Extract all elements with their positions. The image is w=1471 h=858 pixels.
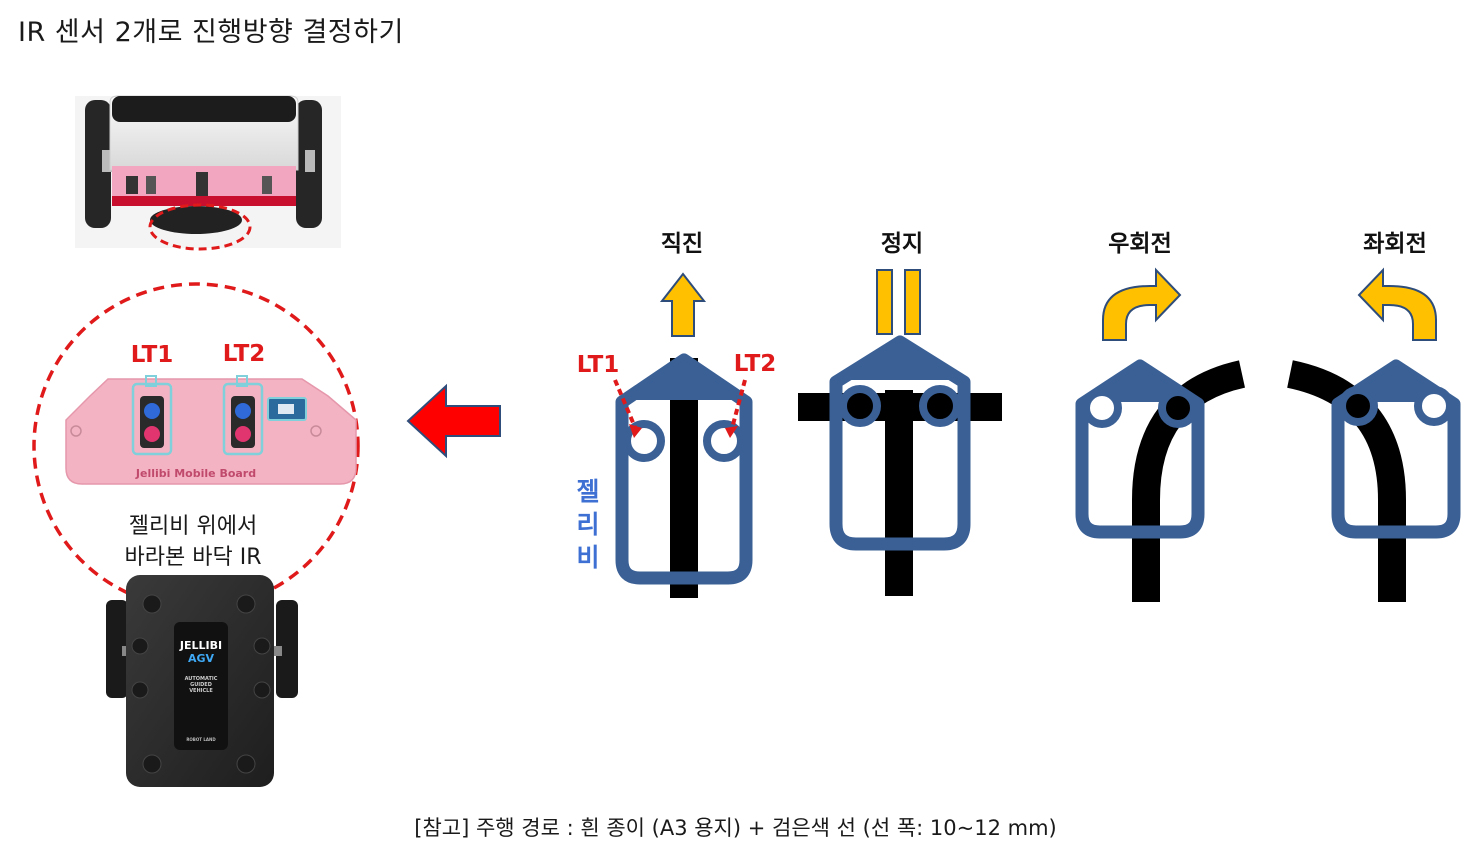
sensor-lt1: [839, 385, 881, 427]
sensor-lt1: [1082, 388, 1122, 428]
agv-sub2: GUIDED: [190, 682, 212, 688]
left-turn-arrow: [1357, 267, 1437, 341]
stop-bar-left: [876, 269, 893, 335]
straight-arrow: [659, 272, 707, 337]
robot-outline: [615, 353, 753, 585]
sensor-lt1-box: [131, 382, 173, 456]
panel-straight: LT1 LT2 젤 리 비 직진: [576, 231, 776, 598]
label-lt2-board: LT2: [223, 341, 266, 367]
agv-sub3: VEHICLE: [189, 688, 213, 694]
robot-name-1: 젤: [576, 477, 599, 506]
label-lt1-board: LT1: [131, 342, 174, 368]
label-lt1: LT1: [577, 352, 620, 378]
black-cross-line: [798, 393, 1002, 421]
direction-left-label: 좌회전: [1363, 231, 1426, 257]
board-label: Jellibi Mobile Board: [135, 467, 256, 480]
robot-outline: [829, 335, 971, 551]
label-lt2: LT2: [734, 351, 777, 377]
caption-line-1: 젤리비 위에서: [129, 514, 257, 539]
agv-sub1: AUTOMATIC: [185, 676, 218, 682]
pink-board: Jellibi Mobile Board: [65, 375, 357, 485]
direction-straight-label: 직진: [661, 231, 703, 257]
sensor-lt2-box: [222, 382, 264, 456]
right-turn-arrow: [1102, 267, 1182, 341]
robot-outline: [1075, 359, 1205, 539]
agv-model: AGV: [188, 652, 215, 665]
caption-line-2: 바라본 바닥 IR: [125, 545, 262, 570]
robot-front-photo: [75, 95, 341, 251]
robot-outline: [1331, 359, 1461, 539]
sensor-lt2: [1414, 386, 1454, 426]
sensor-lt2: [1158, 388, 1198, 428]
direction-stop-label: 정지: [881, 231, 923, 257]
stop-bar-right: [904, 269, 921, 335]
agv-maker: ROBOT LAND: [186, 737, 216, 742]
direction-right-label: 우회전: [1108, 231, 1171, 257]
sensor-lt1: [1338, 386, 1378, 426]
panel-left: 좌회전: [1286, 231, 1461, 602]
page-title: IR 센서 2개로 진행방향 결정하기: [18, 17, 404, 48]
panel-right: 우회전: [1075, 231, 1246, 602]
sensor-lt2: [919, 385, 961, 427]
agv-top-photo: JELLIBI AGV AUTOMATIC GUIDED VEHICLE ROB…: [106, 575, 298, 787]
panel-stop: 정지: [798, 231, 1002, 596]
agv-brand: JELLIBI: [179, 639, 222, 652]
robot-name-3: 비: [576, 543, 599, 572]
robot-name-2: 리: [576, 510, 599, 539]
footer-note: [참고] 주행 경로 : 흰 종이 (A3 용지) + 검은색 선 (선 폭: …: [414, 816, 1057, 840]
red-left-arrow: [406, 383, 501, 459]
